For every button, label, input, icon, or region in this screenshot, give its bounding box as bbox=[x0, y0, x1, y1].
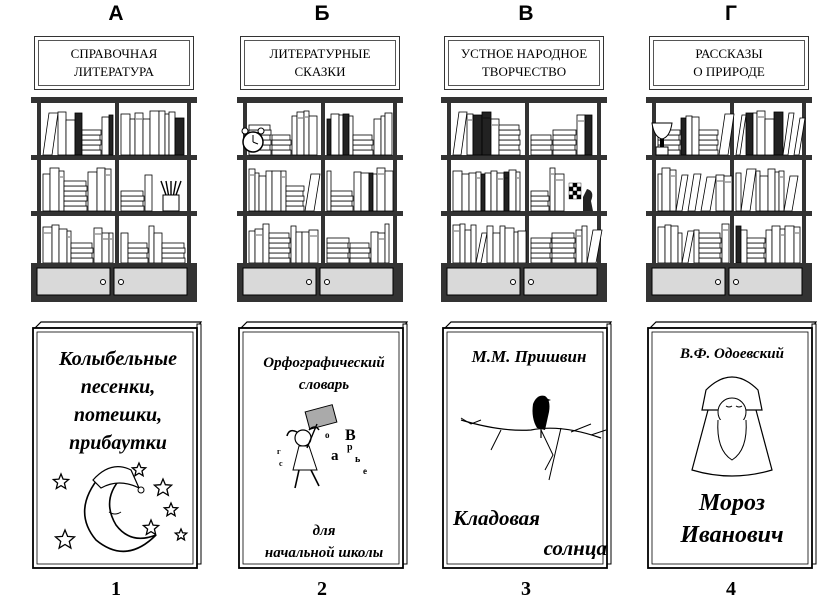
bookshelf bbox=[31, 97, 197, 302]
book-author: М.М. Пришвин bbox=[471, 347, 587, 366]
book-cover bbox=[442, 321, 613, 569]
column-c: В УСТНОЕ НАРОДНОЕ ТВОРЧЕСТВО М.М. Пришви… bbox=[441, 0, 613, 616]
shelf-sign: РАССКАЗЫ О ПРИРОДЕ bbox=[649, 36, 809, 90]
book-cover bbox=[32, 321, 203, 569]
svg-text:р: р bbox=[347, 442, 353, 453]
svg-text:с: с bbox=[279, 459, 283, 468]
shelf-sign-label: ЛИТЕРАТУРНЫЕ СКАЗКИ bbox=[244, 40, 396, 86]
book-title-line2: солнца bbox=[543, 536, 607, 560]
column-d: Г РАССКАЗЫ О ПРИРОДЕ В.Ф. Одоевский Моро… bbox=[646, 0, 818, 616]
book-number: 2 bbox=[317, 578, 327, 600]
book-title: Колыбельные песенки, потешки, прибаутки bbox=[58, 348, 178, 454]
book-title: Кладовая bbox=[453, 506, 540, 530]
svg-text:е: е bbox=[363, 466, 367, 476]
bookshelf bbox=[441, 97, 607, 302]
column-letter: А bbox=[108, 2, 124, 25]
bookshelf bbox=[237, 97, 403, 302]
column-letter: Г bbox=[725, 2, 737, 25]
svg-text:о: о bbox=[325, 430, 330, 440]
shelf-sign-label: УСТНОЕ НАРОДНОЕ ТВОРЧЕСТВО bbox=[448, 40, 600, 86]
svg-text:ь: ь bbox=[355, 454, 361, 465]
column-a: А СПРАВОЧНАЯ ЛИТЕРАТУРА Колыбельные песе… bbox=[31, 0, 203, 616]
svg-text:г: г bbox=[277, 447, 281, 456]
book-number: 4 bbox=[726, 578, 736, 600]
book-title: Мороз Иванович bbox=[680, 490, 784, 548]
book-cover: Ва ьр гс о е bbox=[238, 321, 409, 569]
svg-text:а: а bbox=[331, 448, 339, 464]
bookshelf bbox=[646, 97, 812, 302]
column-letter: Б bbox=[314, 2, 330, 25]
book-title: Орфографический словарь bbox=[263, 355, 385, 393]
shelf-sign: УСТНОЕ НАРОДНОЕ ТВОРЧЕСТВО bbox=[444, 36, 604, 90]
shelf-sign-label: РАССКАЗЫ О ПРИРОДЕ bbox=[653, 40, 805, 86]
book-author: В.Ф. Одоевский bbox=[680, 346, 784, 362]
book-number: 1 bbox=[111, 578, 121, 600]
shelf-sign-label: СПРАВОЧНАЯ ЛИТЕРАТУРА bbox=[38, 40, 190, 86]
book-cover bbox=[647, 321, 818, 569]
book-number: 3 bbox=[521, 578, 531, 600]
shelf-sign: СПРАВОЧНАЯ ЛИТЕРАТУРА bbox=[34, 36, 194, 90]
column-letter: В bbox=[518, 2, 534, 25]
svg-text:В: В bbox=[345, 427, 356, 444]
shelf-sign: ЛИТЕРАТУРНЫЕ СКАЗКИ bbox=[240, 36, 400, 90]
book-subtitle: для начальной школы bbox=[264, 523, 384, 561]
